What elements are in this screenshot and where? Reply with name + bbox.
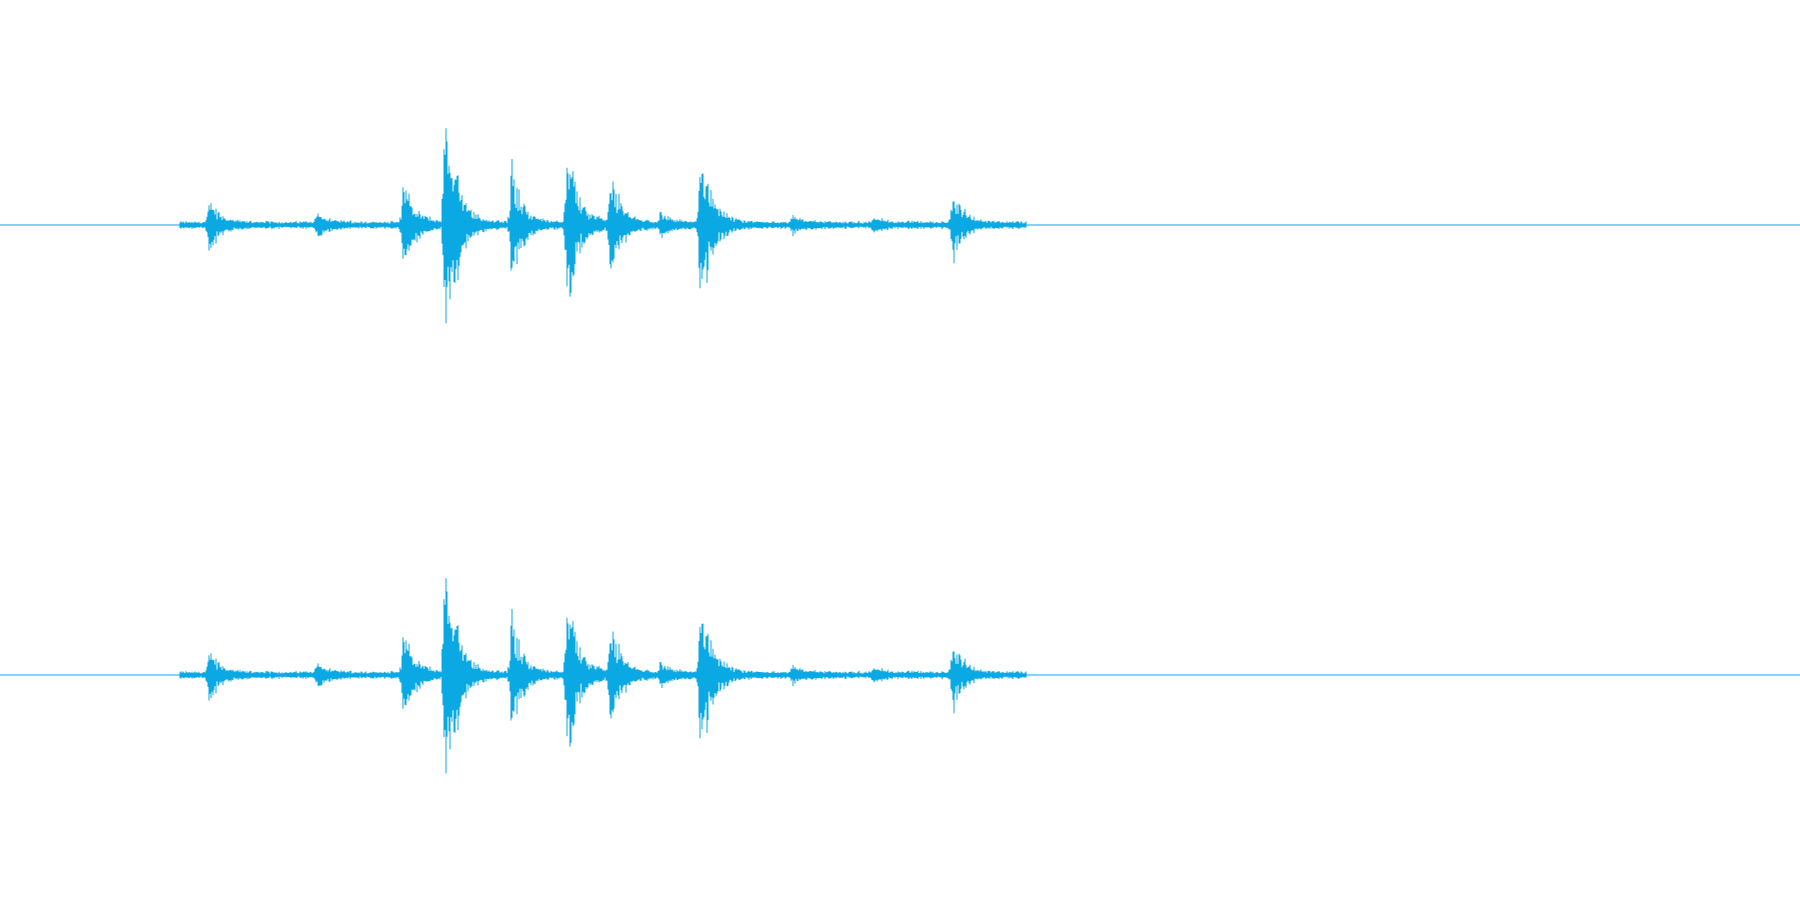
waveform-envelope xyxy=(179,128,1027,324)
waveform-channel-left xyxy=(0,128,1800,324)
waveform-envelope xyxy=(179,578,1027,774)
waveform-channel-right xyxy=(0,578,1800,774)
